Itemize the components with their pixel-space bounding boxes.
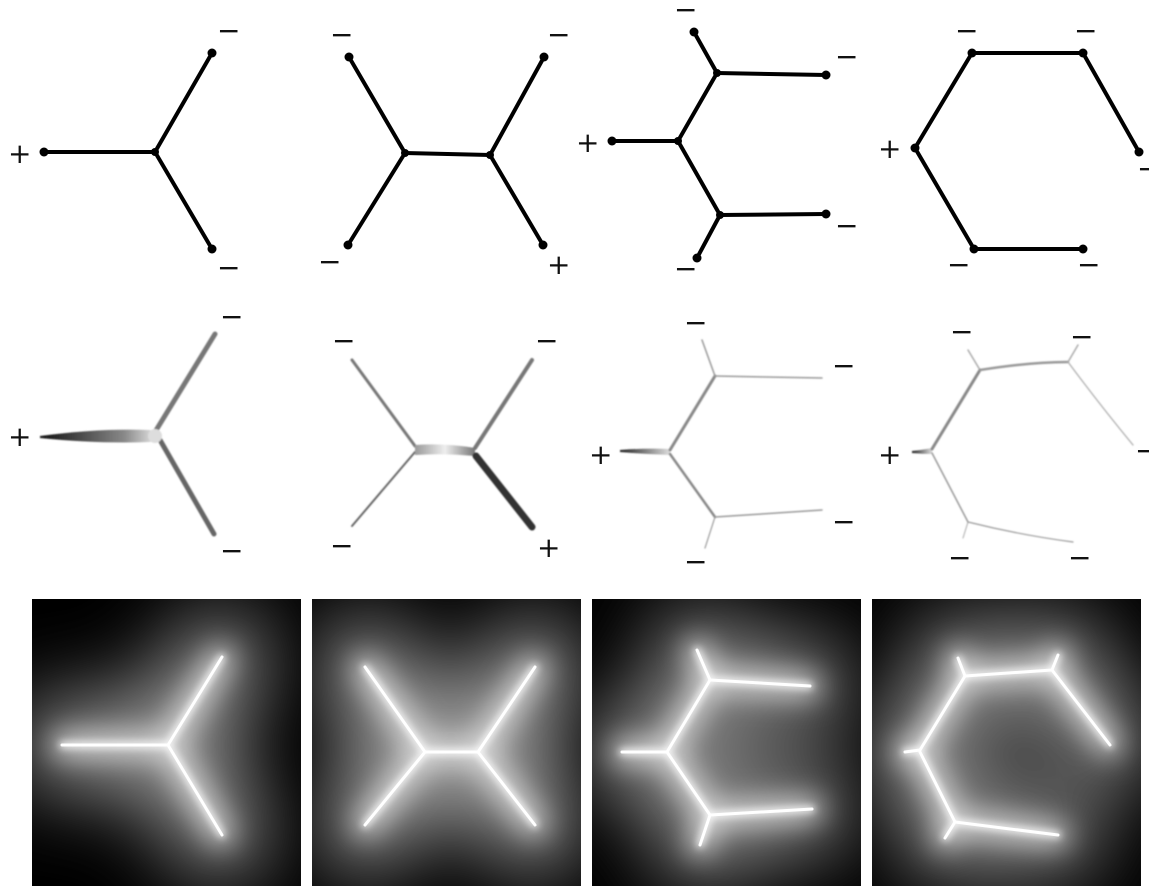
conductance-panel-1 xyxy=(40,331,218,537)
heatmap-panel-4 xyxy=(872,612,1141,881)
heatmap-panel-2 xyxy=(317,619,581,873)
label-minus: − xyxy=(832,505,855,538)
graph-panel-3 xyxy=(610,30,828,260)
label-minus: − xyxy=(330,529,353,562)
conductance-panel-2 xyxy=(350,358,536,531)
label-plus: + xyxy=(547,248,570,281)
label-plus: + xyxy=(576,126,599,159)
heatmap-panel-1 xyxy=(32,612,267,880)
label-minus: − xyxy=(332,324,355,357)
label-minus: − xyxy=(832,349,855,382)
charge-labels: + − − − − − + + − − − − + − − − − − + − … xyxy=(8,0,1149,578)
heatmap-panel-3 xyxy=(592,607,855,886)
label-minus: − xyxy=(220,300,243,333)
label-minus: − xyxy=(684,306,707,339)
conductance-panel-3 xyxy=(620,339,823,549)
label-minus: − xyxy=(947,248,970,281)
row-graphs xyxy=(42,30,1141,260)
label-minus: − xyxy=(674,252,697,285)
label-plus: + xyxy=(878,132,901,165)
label-minus: − xyxy=(1068,541,1091,574)
label-minus: − xyxy=(1135,434,1149,467)
graph-nodes xyxy=(39,27,1144,263)
label-minus: − xyxy=(535,324,558,357)
conductance-panel-4 xyxy=(912,344,1134,543)
label-minus: − xyxy=(684,545,707,578)
label-minus: − xyxy=(217,14,240,47)
label-minus: − xyxy=(220,534,243,567)
row-heatmaps xyxy=(32,599,1141,886)
label-plus: + xyxy=(878,438,901,471)
label-minus: − xyxy=(1070,320,1093,353)
label-minus: − xyxy=(318,245,341,278)
graph-panel-2 xyxy=(346,55,546,247)
label-minus: − xyxy=(955,14,978,47)
label-minus: − xyxy=(950,315,973,348)
label-minus: − xyxy=(835,209,858,242)
label-minus: − xyxy=(948,541,971,574)
label-plus: + xyxy=(8,137,31,170)
label-plus: + xyxy=(589,438,612,471)
label-minus: − xyxy=(1077,248,1100,281)
label-minus: − xyxy=(674,0,697,26)
label-minus: − xyxy=(217,251,240,284)
graph-panel-4 xyxy=(913,51,1141,251)
label-minus: − xyxy=(1074,14,1097,47)
label-plus: + xyxy=(8,420,31,453)
label-minus: − xyxy=(835,40,858,73)
label-minus: − xyxy=(330,18,353,51)
label-minus: − xyxy=(547,18,570,51)
label-minus: − xyxy=(1137,152,1149,185)
graph-panel-1 xyxy=(42,51,214,251)
label-plus: + xyxy=(537,531,560,564)
row-conductance xyxy=(40,331,1134,549)
